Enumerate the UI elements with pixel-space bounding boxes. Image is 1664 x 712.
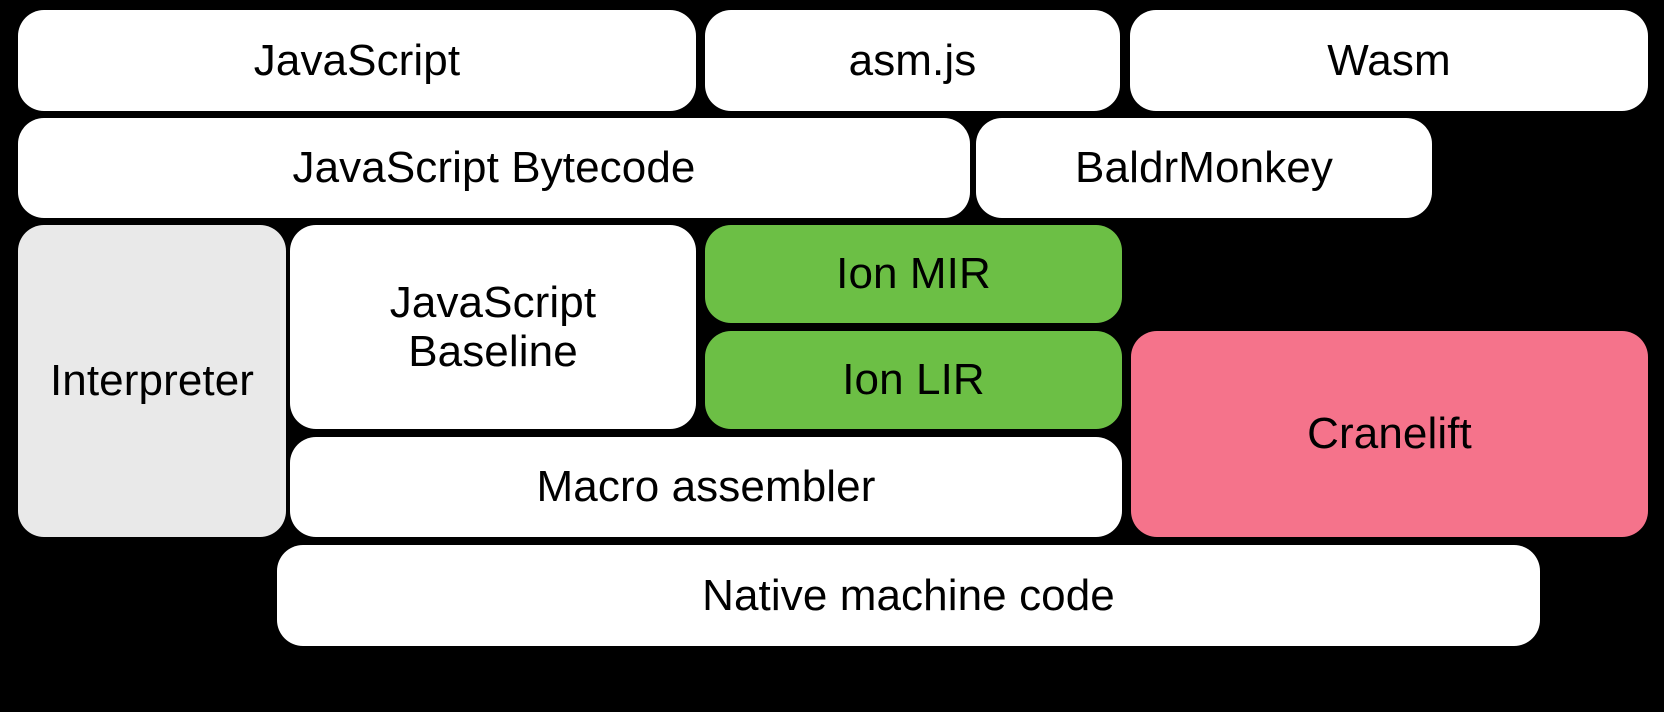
stack-node-wasm: Wasm bbox=[1130, 10, 1648, 111]
stack-node-javascript: JavaScript bbox=[18, 10, 696, 111]
stack-node-ion-mir: Ion MIR bbox=[705, 225, 1122, 323]
stack-node-interpreter: Interpreter bbox=[18, 225, 286, 537]
stack-node-native-machine-code: Native machine code bbox=[277, 545, 1540, 646]
stack-node-cranelift: Cranelift bbox=[1131, 331, 1648, 537]
stack-node-ion-lir: Ion LIR bbox=[705, 331, 1122, 429]
stack-node-macro-assembler: Macro assembler bbox=[290, 437, 1122, 537]
stack-node-asm-js: asm.js bbox=[705, 10, 1120, 111]
stack-node-javascript-baseline: JavaScript Baseline bbox=[290, 225, 696, 429]
stack-node-baldrmonkey: BaldrMonkey bbox=[976, 118, 1432, 218]
stack-node-javascript-bytecode: JavaScript Bytecode bbox=[18, 118, 970, 218]
